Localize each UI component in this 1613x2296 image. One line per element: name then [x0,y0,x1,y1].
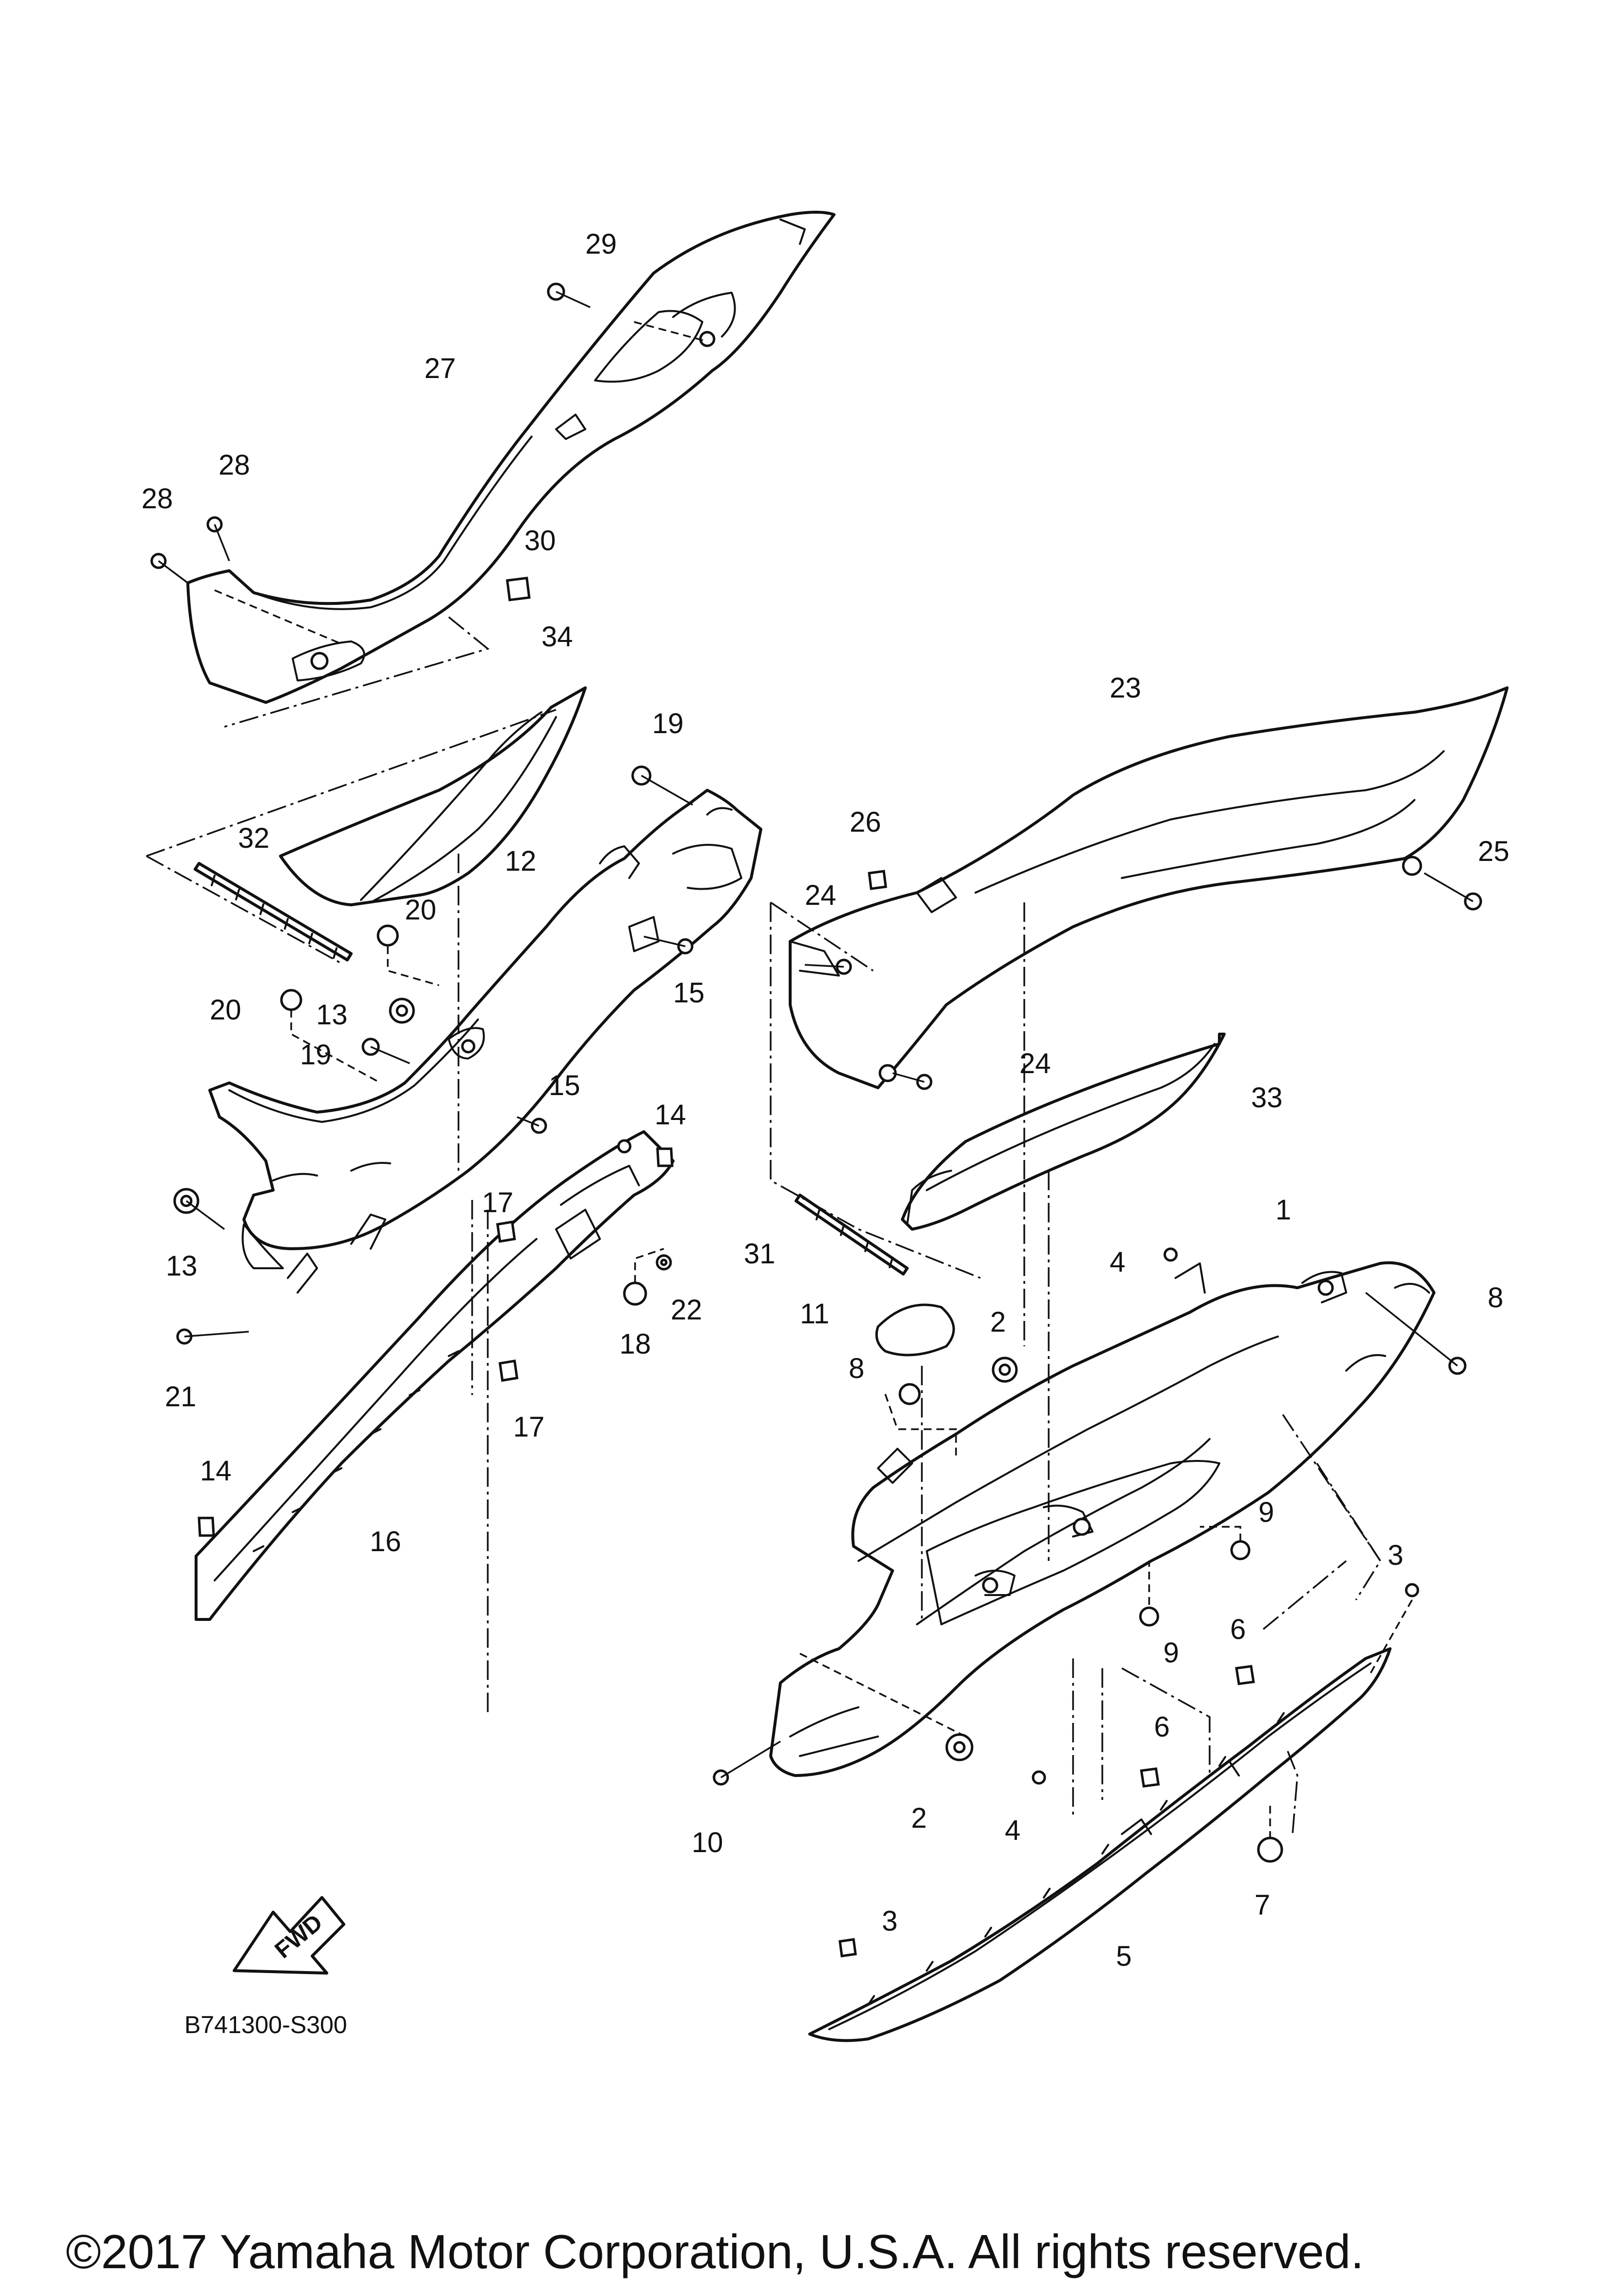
copyright-notice: ©2017 Yamaha Motor Corporation, U.S.A. A… [66,2225,1364,2278]
reference-lines [146,321,1413,1839]
callout-18: 18 [619,1328,651,1360]
part-23-rear-side-panel [789,686,1509,1089]
callout-6a: 6 [1230,1614,1246,1645]
callout-27: 27 [424,353,456,384]
part-12-inner-frame-cover [208,789,762,1294]
callout-16: 16 [370,1526,401,1557]
callout-9b: 9 [1163,1637,1179,1669]
part-33-trim-panel-right [901,1033,1226,1231]
callout-22: 22 [671,1294,702,1326]
callout-3a: 3 [1388,1539,1403,1571]
callout-26: 26 [850,806,881,838]
part-1-main-body-panel [769,1261,1435,1777]
diagram-code: B741300-S300 [184,2011,347,2038]
callout-28a: 28 [219,449,250,481]
callout-13a: 13 [316,999,348,1031]
callout-24b: 24 [1019,1048,1051,1079]
callout-33: 33 [1251,1082,1283,1114]
callout-14b: 14 [200,1455,232,1487]
callout-24a: 24 [805,879,836,911]
callout-30: 30 [524,525,556,557]
callout-32: 32 [238,822,270,854]
callout-29: 29 [585,228,617,260]
part-27-upper-side-cover [186,211,836,704]
callout-13b: 13 [166,1250,198,1282]
callout-20a: 20 [405,894,437,926]
callout-14a: 14 [655,1099,686,1131]
callout-8b: 8 [849,1353,864,1384]
callout-4a: 4 [1110,1246,1125,1278]
callout-20b: 20 [210,994,241,1026]
part-5-bottom-strip [808,1647,1392,2042]
forward-direction-arrow: FWD [233,1896,345,1975]
part-32-clip-strip [194,862,353,961]
callout-3b: 3 [882,1905,897,1937]
callout-9a: 9 [1258,1497,1274,1528]
callout-34: 34 [541,621,573,653]
callout-19b: 19 [300,1039,332,1071]
callout-15a: 15 [673,977,705,1009]
callout-7: 7 [1255,1889,1270,1921]
callout-17a: 17 [482,1187,514,1218]
callout-11: 11 [800,1298,829,1330]
callout-8a: 8 [1488,1282,1503,1314]
callout-12: 12 [505,845,537,877]
callout-28b: 28 [141,483,173,515]
callout-23: 23 [1110,672,1141,704]
fasteners [150,282,1482,1957]
part-31-clip-strip-right [795,1194,909,1276]
part-34-trim-panel [279,686,587,906]
callout-25: 25 [1478,836,1510,867]
callout-19a: 19 [652,708,684,739]
callout-2a: 2 [990,1306,1006,1338]
callout-2b: 2 [911,1802,927,1834]
callout-10: 10 [692,1827,723,1858]
callout-4b: 4 [1005,1815,1020,1846]
callout-6b: 6 [1154,1711,1170,1743]
part-16-lower-strip [195,1130,675,1621]
callout-labels: 29 27 28 28 30 34 19 32 12 20 15 20 13 1… [141,228,1510,1972]
callout-21: 21 [165,1381,197,1413]
callout-17b: 17 [513,1411,545,1443]
callout-1: 1 [1275,1194,1291,1226]
callout-31: 31 [744,1238,776,1270]
callout-15b: 15 [549,1070,580,1101]
callout-5: 5 [1116,1940,1132,1972]
